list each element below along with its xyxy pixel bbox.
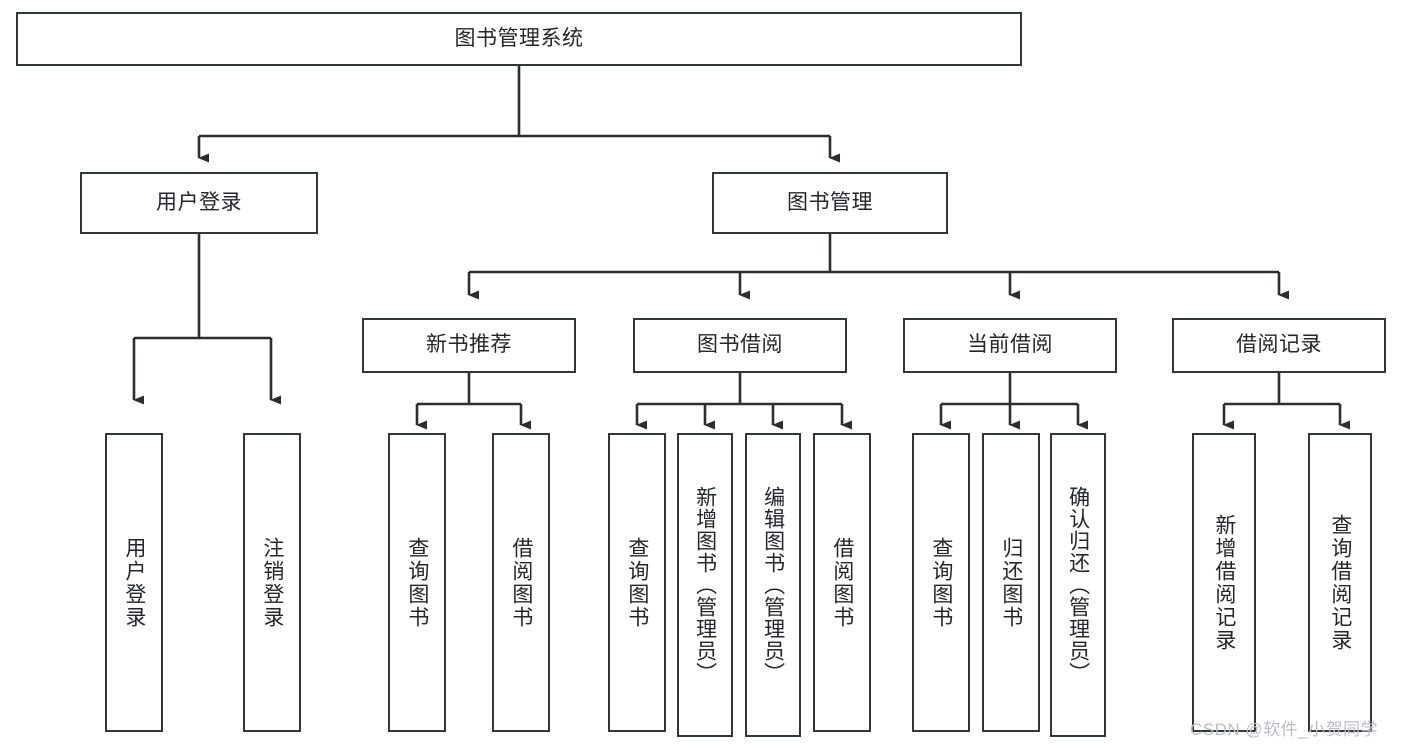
node-leaf-borrow-book-2-label: 借阅图书 xyxy=(830,536,854,629)
node-leaf-borrow-book-1-label: 借阅图书 xyxy=(509,536,533,629)
node-leaf-edit-book[interactable]: 编辑图书（管理员） xyxy=(745,433,801,737)
node-leaf-borrow-book-2[interactable]: 借阅图书 xyxy=(813,433,871,732)
node-current-borrow[interactable]: 当前借阅 xyxy=(903,318,1117,373)
node-root[interactable]: 图书管理系统 xyxy=(16,12,1022,66)
node-leaf-query-book-2[interactable]: 查询图书 xyxy=(608,433,666,732)
node-borrow-record[interactable]: 借阅记录 xyxy=(1172,318,1386,373)
node-new-book-recommend-label: 新书推荐 xyxy=(426,333,512,357)
node-leaf-return-book[interactable]: 归还图书 xyxy=(982,433,1040,732)
node-leaf-return-book-label: 归还图书 xyxy=(999,536,1023,629)
node-leaf-query-record[interactable]: 查询借阅记录 xyxy=(1308,433,1372,732)
node-leaf-query-book-3-label: 查询图书 xyxy=(929,536,953,629)
node-root-label: 图书管理系统 xyxy=(454,26,584,50)
node-leaf-borrow-book-1[interactable]: 借阅图书 xyxy=(492,433,550,732)
node-leaf-logout-label: 注销登录 xyxy=(260,536,284,629)
node-leaf-confirm-return-label: 确认归还（管理员） xyxy=(1066,486,1090,684)
node-user-login[interactable]: 用户登录 xyxy=(80,172,318,234)
node-leaf-add-book-label: 新增图书（管理员） xyxy=(693,486,717,684)
node-user-login-label: 用户登录 xyxy=(156,190,242,214)
node-borrow-record-label: 借阅记录 xyxy=(1236,333,1322,357)
node-leaf-add-record[interactable]: 新增借阅记录 xyxy=(1192,433,1256,732)
node-leaf-query-book-3[interactable]: 查询图书 xyxy=(912,433,970,732)
node-leaf-query-book-2-label: 查询图书 xyxy=(625,536,649,629)
node-book-borrow-label: 图书借阅 xyxy=(697,333,783,357)
node-leaf-query-book-1[interactable]: 查询图书 xyxy=(388,433,446,732)
node-leaf-user-login-label: 用户登录 xyxy=(122,536,146,629)
node-leaf-edit-book-label: 编辑图书（管理员） xyxy=(761,486,785,684)
node-current-borrow-label: 当前借阅 xyxy=(967,333,1053,357)
node-leaf-user-login[interactable]: 用户登录 xyxy=(105,433,163,732)
node-leaf-query-record-label: 查询借阅记录 xyxy=(1328,513,1352,652)
node-leaf-add-book[interactable]: 新增图书（管理员） xyxy=(677,433,733,737)
node-book-borrow[interactable]: 图书借阅 xyxy=(633,318,847,373)
node-book-manage-label: 图书管理 xyxy=(787,190,873,214)
node-leaf-confirm-return[interactable]: 确认归还（管理员） xyxy=(1050,433,1106,737)
node-leaf-logout[interactable]: 注销登录 xyxy=(243,433,301,732)
node-new-book-recommend[interactable]: 新书推荐 xyxy=(362,318,576,373)
node-leaf-query-book-1-label: 查询图书 xyxy=(405,536,429,629)
node-book-manage[interactable]: 图书管理 xyxy=(712,172,948,234)
node-leaf-add-record-label: 新增借阅记录 xyxy=(1212,513,1236,652)
connectors xyxy=(132,66,1350,430)
